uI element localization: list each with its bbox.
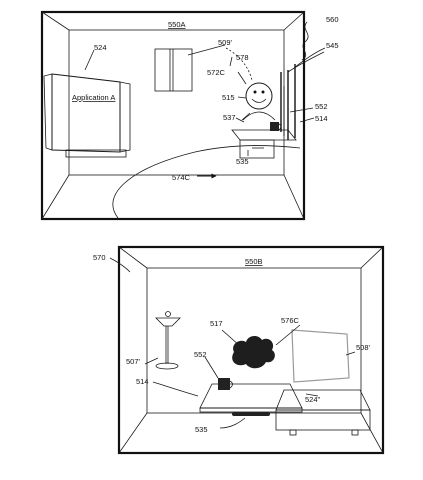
label-572c: 572C: [207, 68, 226, 77]
room-550a: 550A Application A: [40, 10, 339, 221]
room-550b-frame: [117, 245, 385, 455]
label-537: 537: [223, 113, 236, 122]
screen-app-text: Application A: [72, 93, 115, 102]
room-550a-frame: [40, 10, 306, 221]
label-576c: 576C: [281, 316, 300, 325]
label-552b: 552: [194, 350, 207, 359]
label-517: 517: [210, 319, 223, 328]
virtual-screen-508: [291, 329, 350, 383]
panel-a-title: 550A: [168, 20, 186, 29]
floor-area-574c: [112, 145, 301, 219]
label-535b: 535: [195, 425, 208, 434]
panel-b-title: 550B: [245, 257, 263, 266]
desk-514b: [199, 378, 303, 416]
label-509: 509': [218, 38, 233, 47]
side-table-524: [275, 389, 371, 436]
label-560: 560: [326, 15, 339, 24]
label-524b: 524": [305, 395, 321, 404]
label-508: 508': [356, 343, 371, 352]
label-535: 535: [236, 157, 249, 166]
label-574c: 574C: [172, 173, 191, 182]
label-545: 545: [326, 41, 339, 50]
lamp: [155, 311, 181, 370]
label-514b: 514: [136, 377, 149, 386]
virtual-screen-524: Application A: [43, 73, 131, 158]
label-524: 524: [94, 43, 107, 52]
label-515: 515: [222, 93, 235, 102]
poles-545: [280, 64, 296, 140]
label-570: 570: [93, 253, 106, 262]
label-578: 578: [236, 53, 249, 62]
person-user: [241, 82, 276, 121]
label-507: 507': [126, 357, 141, 366]
cloud-object-517: [232, 336, 275, 369]
desk-514: [231, 122, 297, 159]
room-550b: 550B: [93, 245, 385, 455]
label-552: 552: [315, 102, 328, 111]
window-509: [154, 48, 193, 92]
label-514: 514: [315, 114, 328, 123]
